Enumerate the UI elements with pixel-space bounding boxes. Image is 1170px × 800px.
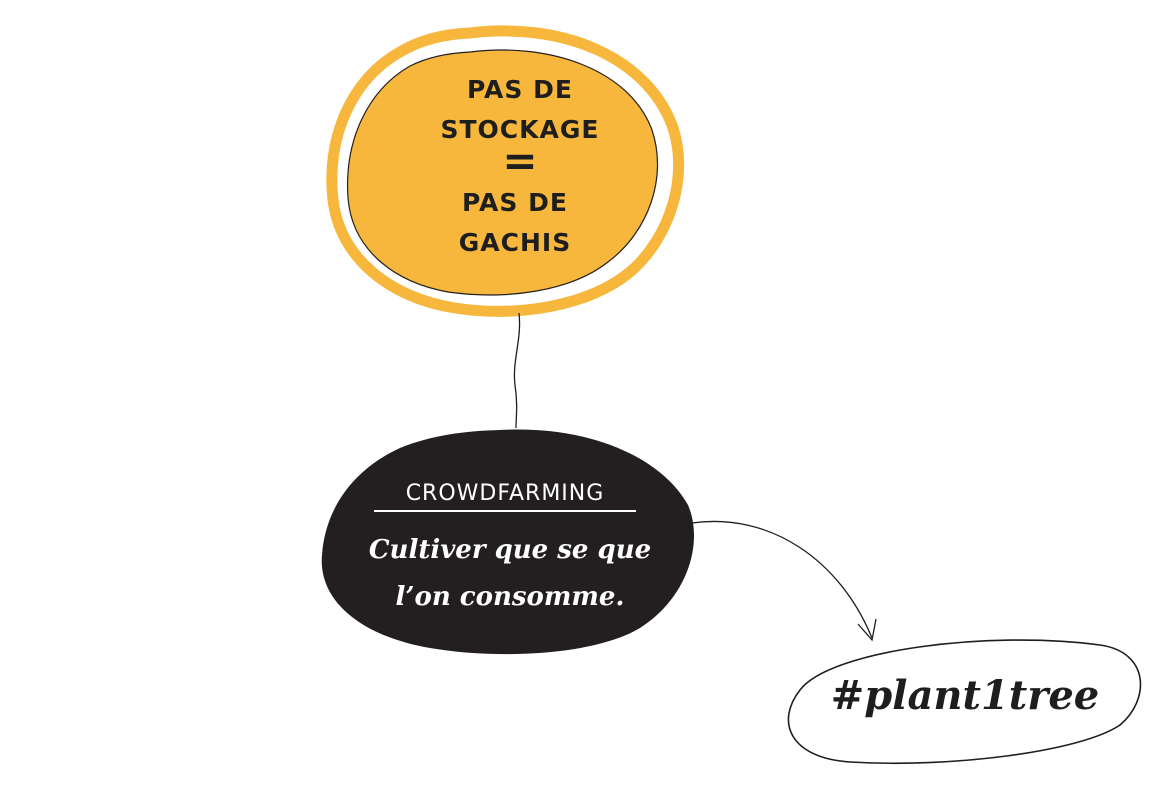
hashtag-text: #plant1tree [830,672,1100,719]
top-bubble-line3: PAS DE [462,188,568,217]
top-bubble-line4: GACHIS [458,228,572,257]
crowdfarming-title: CROWDFARMING [405,481,605,506]
connector-arrow-to-hashtag [691,520,873,639]
crowdfarming-subtitle-line1: Cultiver que se que [368,535,652,565]
arrowhead-icon [857,618,877,642]
hashtag-bubble-outline [787,639,1142,765]
yellow-bubble-fill [346,49,659,296]
connector-top-to-crowdfarming [513,312,521,429]
top-bubble-line2: STOCKAGE [440,115,600,144]
crowdfarming-bubble-fill [321,429,695,655]
yellow-bubble-outer-ring [326,25,685,317]
crowdfarming-subtitle-line2: l’on consomme. [395,582,625,612]
equals-sign: = [502,136,538,185]
top-bubble-line1: PAS DE [467,75,573,104]
